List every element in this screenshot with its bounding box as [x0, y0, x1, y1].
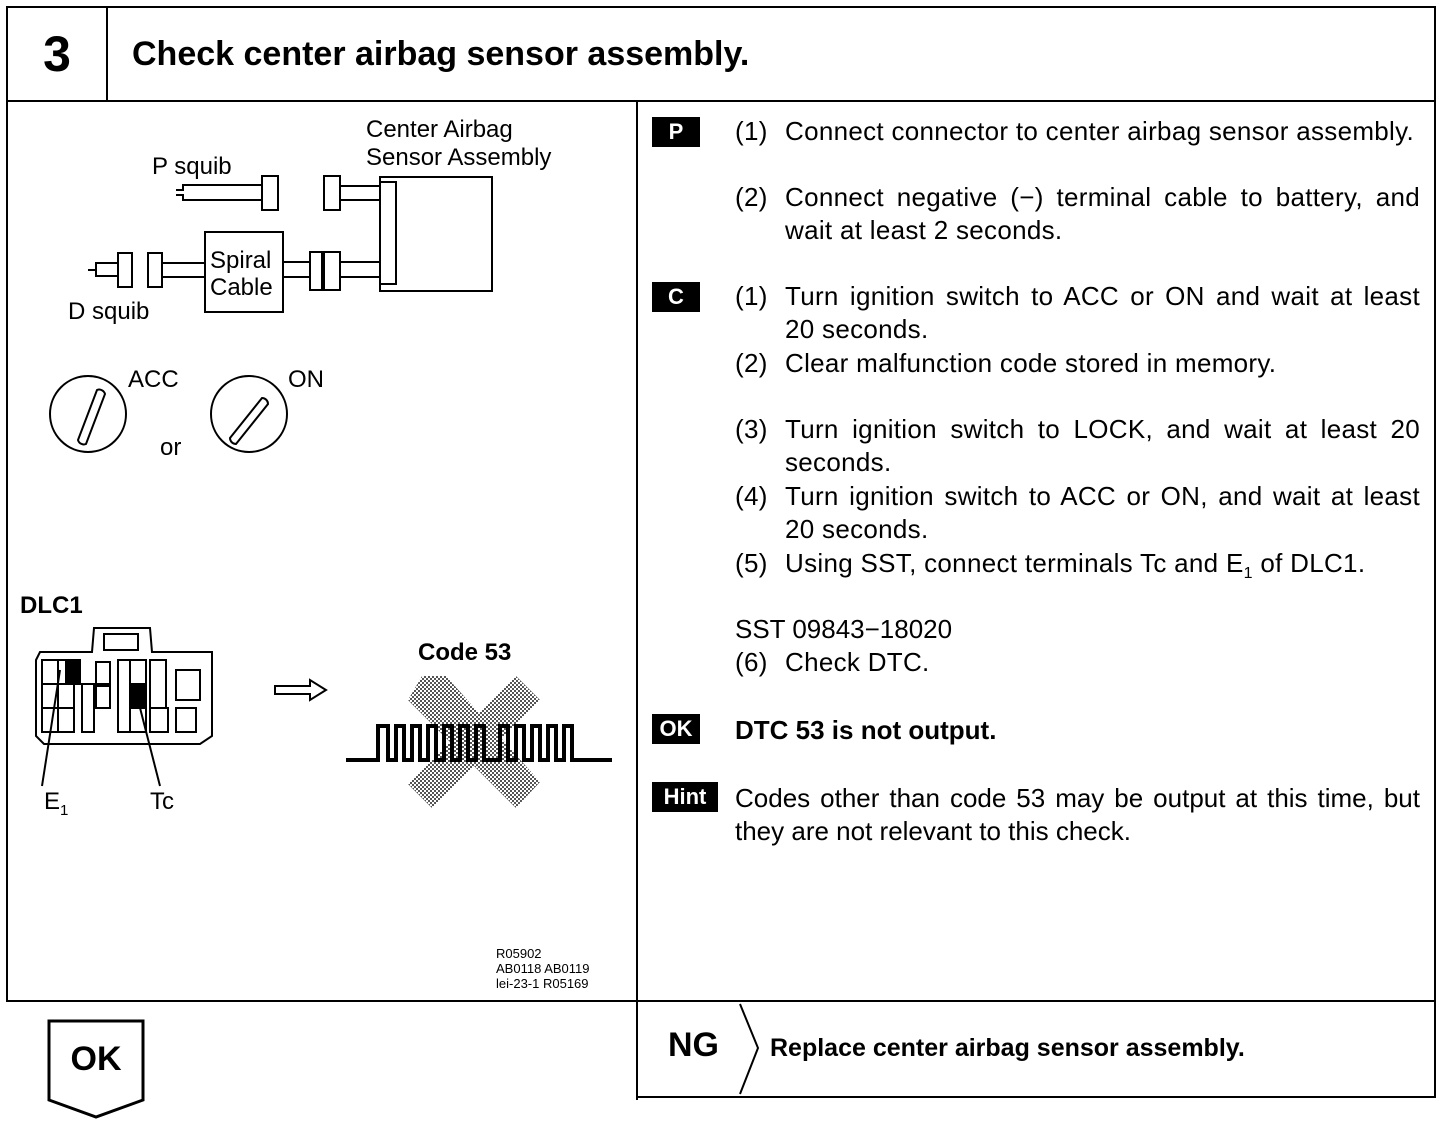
c-badge: C [652, 282, 700, 312]
spiral-label-1: Spiral [210, 247, 272, 274]
c-step-1: (1)Turn ignition switch to ACC or ON and… [735, 281, 1420, 344]
code53-label: Code 53 [418, 639, 512, 666]
center-sensor-label-2: Sensor Assembly [366, 144, 552, 171]
tc-label: Tc [150, 788, 174, 815]
ok-text: DTC 53 is not output. [735, 715, 997, 745]
ng-result: NG [668, 1026, 719, 1064]
c-step-5: (5) Using SST, connect terminals Tc and … [735, 548, 1366, 583]
c-step-3: (3)Turn ignition switch to LOCK, and wai… [735, 414, 1420, 477]
step-number: 3 [43, 26, 71, 82]
c-step-2: (2)Clear malfunction code stored in memo… [735, 348, 1277, 378]
c-step-4: (4)Turn ignition switch to ACC or ON, an… [735, 481, 1420, 544]
acc-label: ACC [128, 366, 179, 393]
p-step-2: (2)Connect negative (−) terminal cable t… [735, 182, 1420, 245]
figure-ref-1: R05902 [496, 946, 542, 961]
step-title: Check center airbag sensor assembly. [132, 35, 750, 73]
ng-arrow-divider [739, 1003, 760, 1095]
figure-ref-2: AB0118 AB0119 [496, 961, 590, 976]
p-step-1: (1)Connect connector to center airbag se… [735, 116, 1415, 146]
ng-action: Replace center airbag sensor assembly. [770, 1034, 1245, 1062]
sst-number: SST 09843−18020 [735, 614, 953, 644]
on-label: ON [288, 366, 324, 393]
ok-badge: OK [652, 714, 700, 744]
step-6: (6)Check DTC. [735, 647, 930, 677]
hint-text: Codes other than code 53 may be output a… [735, 783, 1420, 846]
or-label: or [160, 434, 182, 461]
header-divider [106, 8, 108, 100]
column-divider [636, 100, 638, 1100]
ok-result-shape [47, 1019, 145, 1119]
d-squib-label: D squib [68, 298, 150, 325]
p-squib-label: P squib [152, 153, 232, 180]
spiral-label-2: Cable [210, 274, 273, 301]
figure-ref-3: lei-23-1 R05169 [496, 976, 589, 991]
p-badge: P [652, 117, 700, 147]
wiring-diagram [35, 175, 612, 808]
hint-badge: Hint [652, 782, 718, 812]
center-sensor-label-1: Center Airbag [366, 116, 513, 143]
ng-box [636, 1000, 1436, 1098]
ok-result: OK [70, 1040, 122, 1078]
dlc1-label: DLC1 [20, 592, 83, 619]
e1-label: E1 [44, 788, 69, 819]
